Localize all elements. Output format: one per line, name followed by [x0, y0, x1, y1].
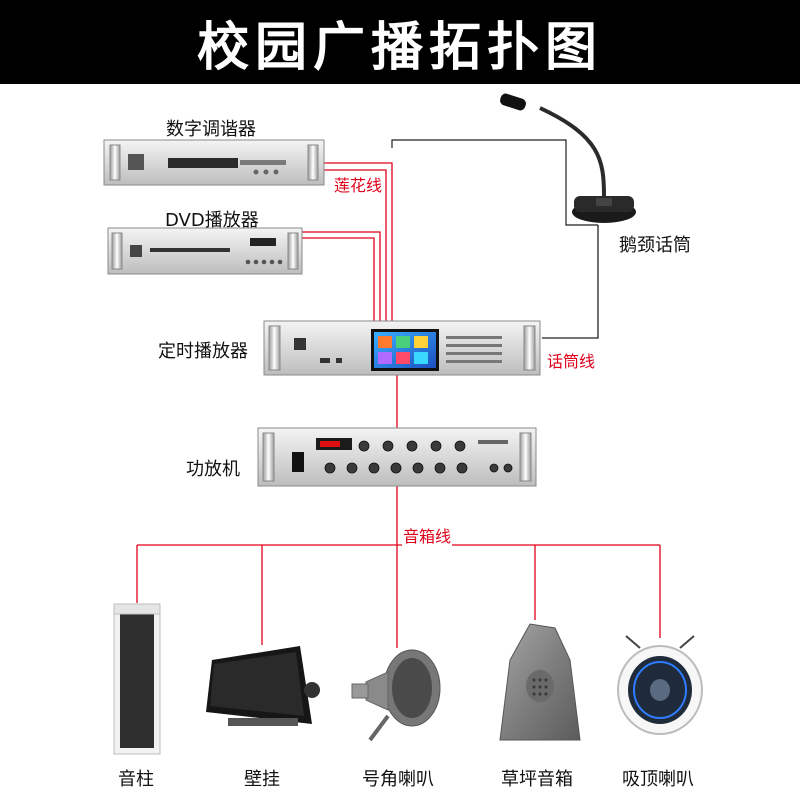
gooseneck-mic-icon [500, 93, 636, 223]
speaker-label-lawn: 草坪音箱 [501, 769, 573, 790]
speaker-label-column: 音柱 [118, 769, 154, 790]
mic-label: 鹅颈话筒 [619, 235, 691, 256]
column-speaker-icon [113, 603, 161, 755]
rca-wire-label: 莲花线 [333, 172, 384, 196]
speaker-label-horn: 号角喇叭 [362, 769, 434, 790]
page-title: 校园广播拓扑图 [0, 0, 800, 84]
amp-label: 功放机 [186, 459, 240, 480]
lawn-speaker-icon [499, 623, 581, 741]
speaker-wire-label: 音箱线 [402, 523, 453, 547]
speaker-label-wall: 壁挂 [244, 769, 280, 790]
horn-speaker-icon [351, 649, 441, 742]
speaker-wires [136, 486, 661, 648]
timer-label: 定时播放器 [158, 341, 248, 362]
rca-wires [300, 162, 398, 430]
wall-speaker-icon [206, 646, 320, 726]
dvd-player [107, 227, 303, 275]
amplifier [257, 427, 537, 487]
ceiling-speaker-icon [617, 635, 703, 735]
mic-wire-label: 话筒线 [546, 348, 597, 372]
tuner-label: 数字调谐器 [166, 119, 256, 140]
timer-player [263, 320, 541, 376]
digital-tuner [103, 139, 325, 186]
mic-wire [391, 139, 599, 339]
speaker-label-ceiling: 吸顶喇叭 [622, 769, 694, 790]
dvd-label: DVD播放器 [165, 210, 259, 231]
